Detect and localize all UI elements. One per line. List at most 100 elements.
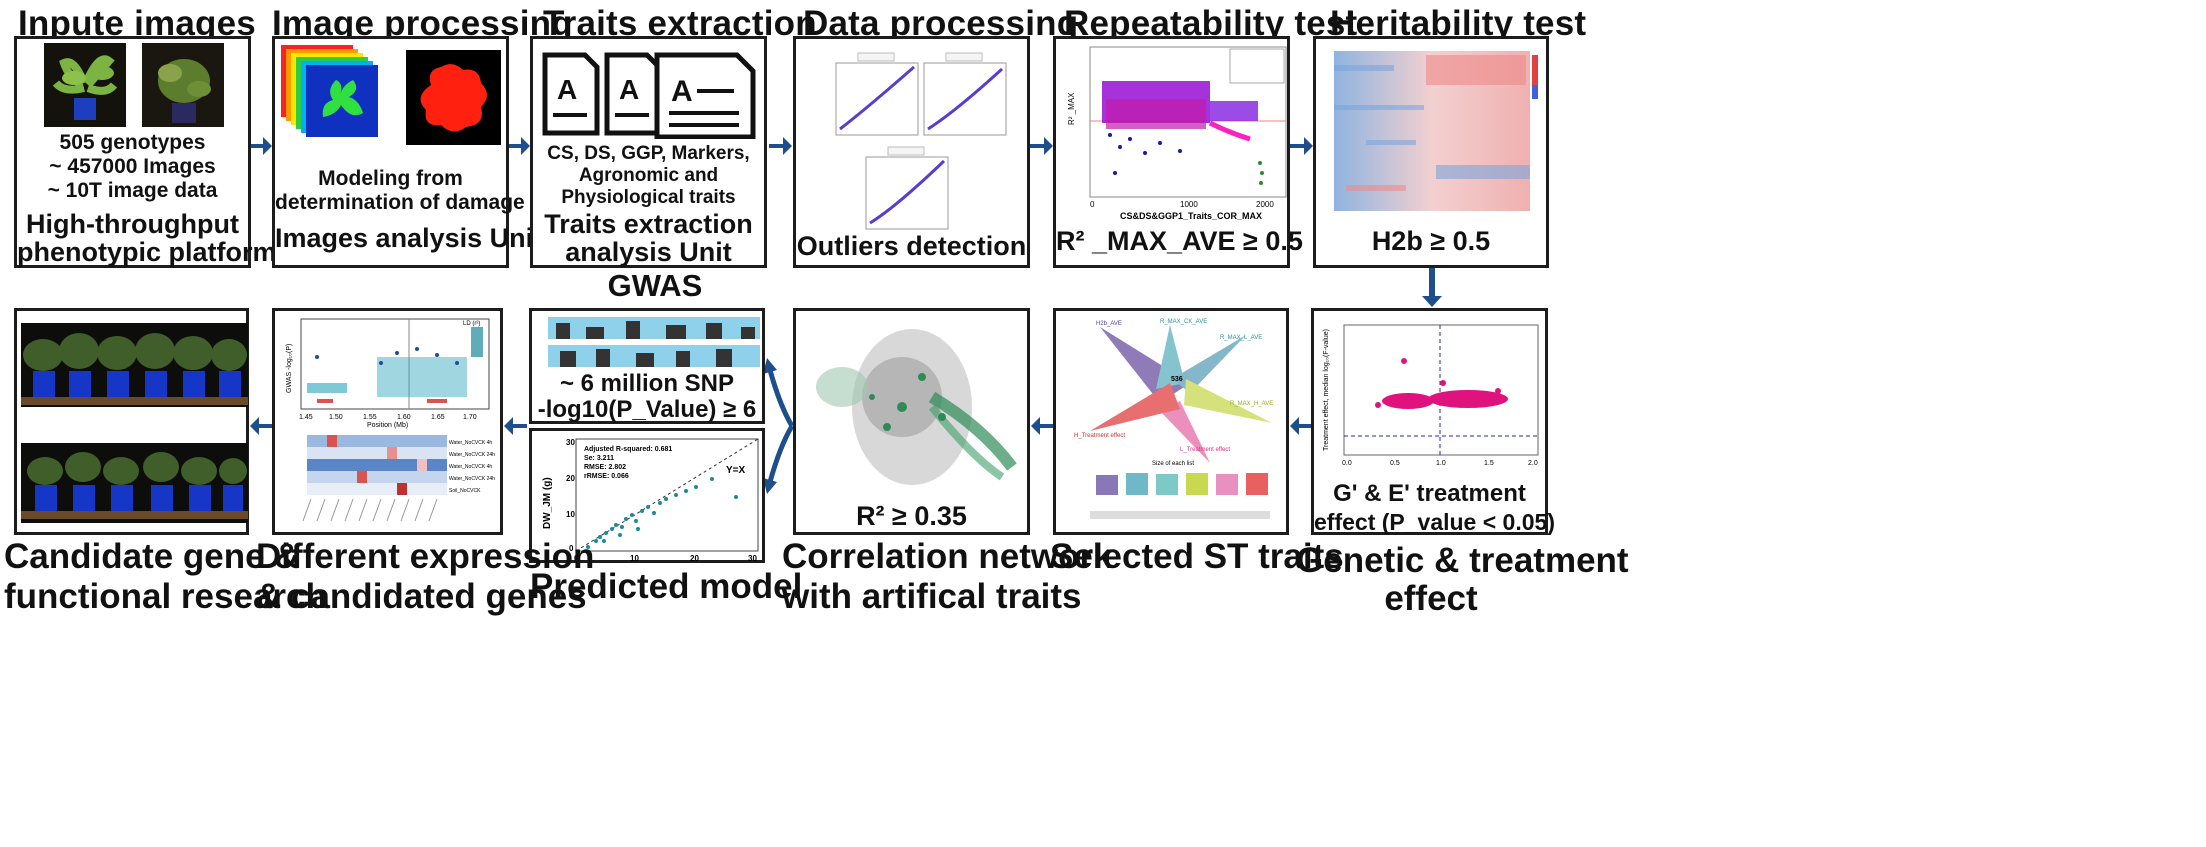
label-candidate-gene-1: Candidate gene & [4, 537, 300, 576]
panel-image-processing: Modeling from determination of damage Im… [272, 36, 543, 268]
panel-predicted-model: Adjusted R-squared: 0.681 Se: 3.211 RMSE… [529, 428, 765, 563]
document-icons: A A A [542, 52, 756, 139]
model-stat-3: rRMSE: 0.066 [584, 473, 629, 480]
images-analysis-caption: Images analysis Unit [275, 223, 543, 253]
arrow-right-icon [509, 137, 530, 155]
repeatability-xtick-0: 0 [1090, 200, 1095, 209]
traits-caption-1: Traits extraction [544, 209, 753, 239]
ld-legend: LD (r²) [463, 321, 480, 327]
label-genetic-treatment-2: effect [1384, 579, 1478, 618]
locus-xtick-0: 1.45 [299, 414, 313, 421]
arrow-right-icon [1030, 137, 1053, 155]
qq-plots [835, 52, 1007, 230]
venn-label-0: H2b_AVE [1096, 321, 1122, 327]
model-xtick-3: 30 [748, 554, 757, 563]
treatment-xtick-0: 0.0 [1342, 460, 1352, 467]
panel-gwas: ~ 6 million SNP -log10(P_Value) ≥ 6 [529, 308, 765, 424]
model-xtick-1: 10 [630, 554, 639, 563]
repeatability-ylabel: R² _MAX [1067, 92, 1076, 125]
model-xtick-2: 20 [690, 554, 699, 563]
heatmap-row-3: Water_NoCVCK 24h [449, 476, 495, 482]
venn-label-3: R_MAX_H_AVE [1230, 401, 1273, 407]
model-ytick-1: 20 [566, 474, 575, 483]
treatment-caption-1: G' & E' treatment [1333, 480, 1526, 507]
image-layers-graphic [281, 45, 501, 145]
treatment-xtick-2: 1.0 [1436, 460, 1446, 467]
traits-caption-2: analysis Unit [565, 237, 732, 267]
plant-trial-photos [21, 323, 248, 523]
plant-photos [44, 43, 224, 127]
label-different-expression-2: & candidated genes [256, 577, 587, 616]
arrow-right-icon [769, 137, 792, 155]
label-candidate-gene-2: functional research [4, 577, 327, 616]
treatment-xtick-4: 2.0 [1528, 460, 1538, 467]
arrow-left-icon [250, 417, 273, 435]
repeatability-caption: R² _MAX_AVE ≥ 0.5 [1056, 226, 1303, 256]
label-genetic-treatment-1: Genetic & treatment [1296, 541, 1629, 580]
model-ylabel: DW_JM (g) [542, 477, 553, 529]
arrow-split-icon [763, 358, 795, 494]
image-count: ~ 457000 Images [49, 155, 216, 178]
heatmap-row-0: Water_NoCVCK 4h [449, 440, 492, 446]
heatmap-row-4: Soil_NoCVCK [449, 488, 481, 494]
panel-candidate-gene [14, 308, 249, 535]
prediction-scatter: Adjusted R-squared: 0.681 Se: 3.211 RMSE… [542, 438, 759, 563]
traits-list-1: CS, DS, GGP, Markers, [547, 143, 750, 164]
arrow-left-icon [1290, 417, 1313, 435]
model-stat-0: Adjusted R-squared: 0.681 [584, 446, 672, 453]
venn-star-diagram: 536 H2b_AVE R_MAX_CK_AVE R_MAX_L_AVE R_M… [1074, 319, 1273, 519]
panel-input-images: 505 genotypes ~ 457000 Images ~ 10T imag… [14, 36, 277, 268]
heatmap-row-2: Water_NoCVCK 4h [449, 464, 492, 470]
svg-text:A: A [619, 74, 639, 105]
model-stat-2: RMSE: 2.802 [584, 464, 626, 471]
venn-label-2: R_MAX_L_AVE [1220, 335, 1262, 341]
repeatability-xtick-1: 1000 [1180, 200, 1198, 209]
venn-center-count: 536 [1171, 376, 1183, 383]
heatmap-row-1: Water_NoCVCK 24h [449, 452, 495, 458]
treatment-effect-scatter: Treatment effect, median log₁₀(F-value) … [1323, 324, 1539, 467]
modeling-line-1: Modeling from [318, 167, 463, 190]
locus-xlabel: Position (Mb) [367, 422, 408, 429]
panel-repeatability-test: R² _MAX 0 1000 2000 CS&DS&GGP1_Traits_CO… [1053, 36, 1303, 268]
model-stat-1: Se: 3.211 [584, 455, 614, 462]
arrow-down-icon [1422, 268, 1442, 307]
model-identity-line: Y=X [726, 465, 746, 476]
locus-xtick-2: 1.55 [363, 414, 377, 421]
locus-ylabel: GWAS -log₁₀(P) [286, 344, 293, 393]
traits-list-3: Physiological traits [561, 187, 736, 208]
heritability-heatmap [1334, 51, 1538, 211]
platform-caption-1: High-throughput [26, 209, 239, 239]
label-selected-st-traits: Selected ST traits [1050, 537, 1344, 576]
outliers-caption: Outliers detection [796, 231, 1027, 261]
image-data-size: ~ 10T image data [47, 179, 218, 202]
label-correlation-network-1: Correlation network [782, 537, 1113, 576]
arrow-left-icon [1031, 417, 1054, 435]
manhattan-plots [548, 317, 760, 367]
gwas-heading: GWAS [607, 268, 703, 303]
heritability-caption: H2b ≥ 0.5 [1371, 226, 1491, 256]
snp-count: ~ 6 million SNP [559, 370, 735, 397]
network-graph [816, 329, 1017, 485]
panel-heritability-test: H2b ≥ 0.5 [1313, 36, 1549, 268]
locus-and-heatmap: LD (r²) GWAS -log₁₀(P) 1.45 1.50 1.55 1.… [286, 318, 495, 522]
treatment-caption-2: effect (P_value < 0.05) [1314, 509, 1555, 535]
locus-xtick-4: 1.65 [431, 414, 445, 421]
panel-selected-st-traits: 536 H2b_AVE R_MAX_CK_AVE R_MAX_L_AVE R_M… [1053, 308, 1289, 535]
gwas-threshold: -log10(P_Value) ≥ 6 [537, 396, 757, 423]
correlation-caption: R² ≥ 0.35 [856, 501, 967, 531]
panel-genetic-treatment: Treatment effect, median log₁₀(F-value) … [1311, 308, 1555, 535]
model-ytick-2: 10 [566, 510, 575, 519]
arrow-right-icon [251, 137, 272, 155]
model-ytick-3: 0 [569, 544, 574, 553]
locus-xtick-5: 1.70 [463, 414, 477, 421]
label-predicted-model: Predicted model [530, 567, 803, 606]
venn-subtitle: Size of each list [1152, 461, 1194, 467]
panel-correlation-network: R² ≥ 0.35 [793, 308, 1030, 535]
treatment-xtick-3: 1.5 [1484, 460, 1494, 467]
venn-label-1: R_MAX_CK_AVE [1160, 319, 1207, 325]
venn-label-5: H_Treatment effect [1074, 433, 1125, 439]
label-different-expression-1: Different expression [256, 537, 595, 576]
locus-xtick-3: 1.60 [397, 414, 411, 421]
repeatability-xtick-2: 2000 [1256, 200, 1274, 209]
modeling-line-2: determination of damage [275, 191, 525, 214]
